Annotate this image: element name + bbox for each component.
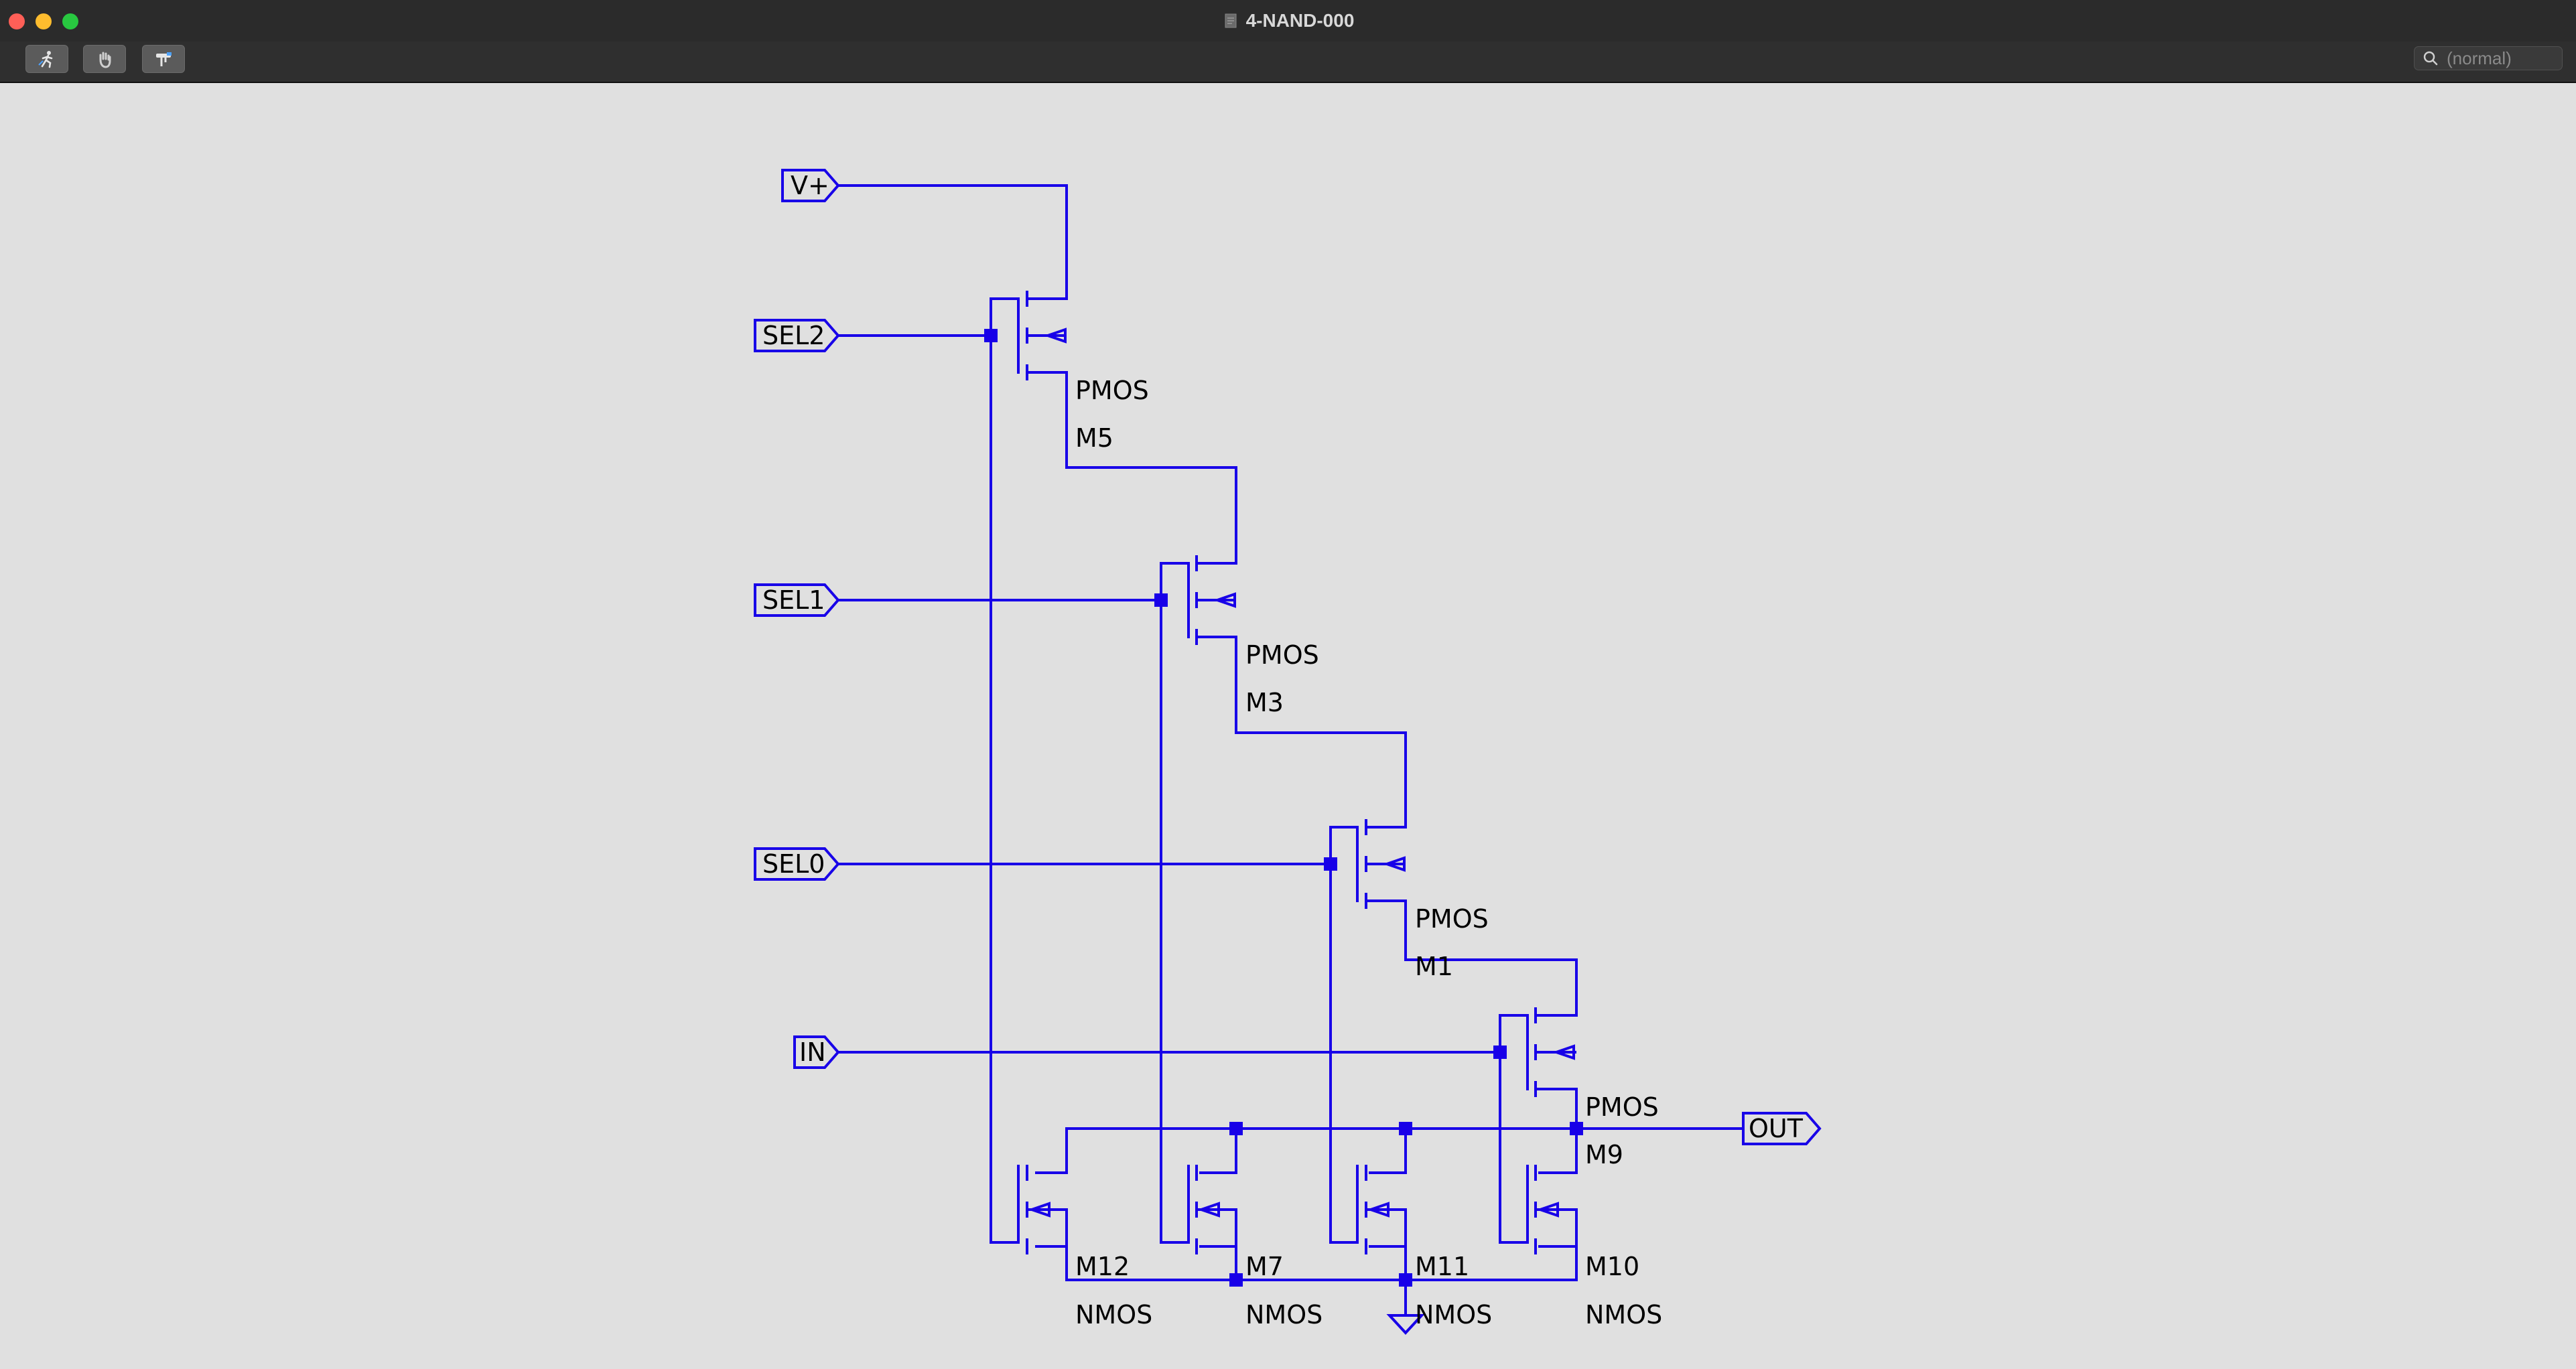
port-label: OUT — [1749, 1114, 1804, 1143]
search-box[interactable] — [2414, 46, 2563, 70]
port-label: SEL0 — [762, 849, 825, 879]
toolbar — [0, 42, 2576, 83]
transistor-symbols — [1026, 291, 1578, 1254]
port-label: V+ — [791, 171, 829, 200]
m11-name-label: M11 — [1415, 1252, 1469, 1281]
pan-tool-button[interactable] — [83, 45, 126, 73]
m3-type-label: PMOS — [1245, 640, 1319, 670]
m3-name-label: M3 — [1245, 688, 1284, 717]
port-sel0[interactable]: SEL0 — [754, 847, 840, 881]
close-window-button[interactable] — [9, 13, 25, 29]
m12-name-label: M12 — [1075, 1252, 1130, 1281]
transistor-labels: PMOS M5 PMOS M3 PMOS M1 PMOS M9 M12 NMOS… — [1075, 376, 1662, 1329]
search-icon — [2423, 51, 2438, 66]
title-bar: 4-NAND-000 — [0, 0, 2576, 42]
m1-name-label: M1 — [1415, 952, 1453, 981]
m12-type-label: NMOS — [1075, 1300, 1152, 1329]
m7-name-label: M7 — [1245, 1252, 1284, 1281]
probe-icon — [156, 52, 172, 66]
m5-name-label: M5 — [1075, 423, 1113, 453]
ground-symbol-icon — [1386, 1314, 1425, 1335]
running-figure-icon — [38, 51, 53, 68]
schematic-canvas[interactable]: V+ SEL2 SEL1 SEL0 IN OUT — [0, 83, 2576, 1369]
run-tool-button[interactable] — [25, 45, 68, 73]
window-title-group: 4-NAND-000 — [0, 0, 2576, 42]
port-label: SEL1 — [762, 585, 825, 615]
hand-icon — [99, 52, 111, 68]
port-label: IN — [799, 1037, 826, 1067]
port-label: SEL2 — [762, 321, 825, 350]
port-out[interactable]: OUT — [1742, 1112, 1822, 1145]
wires — [837, 184, 1745, 1317]
port-vplus[interactable]: V+ — [781, 169, 840, 202]
port-sel1[interactable]: SEL1 — [754, 583, 840, 617]
m9-type-label: PMOS — [1585, 1092, 1659, 1122]
m10-name-label: M10 — [1585, 1252, 1639, 1281]
m5-type-label: PMOS — [1075, 376, 1149, 405]
document-icon — [1225, 13, 1237, 28]
m10-type-label: NMOS — [1585, 1300, 1662, 1329]
schematic-drawing: V+ SEL2 SEL1 SEL0 IN OUT — [754, 169, 1822, 1335]
window-title: 4-NAND-000 — [1245, 10, 1355, 31]
m1-type-label: PMOS — [1415, 904, 1489, 934]
probe-tool-button[interactable] — [142, 45, 185, 73]
maximize-window-button[interactable] — [62, 13, 78, 29]
minimize-window-button[interactable] — [36, 13, 52, 29]
m7-type-label: NMOS — [1245, 1300, 1323, 1329]
port-in[interactable]: IN — [793, 1035, 840, 1069]
search-input[interactable] — [2447, 48, 2554, 69]
m11-type-label: NMOS — [1415, 1300, 1492, 1329]
m9-name-label: M9 — [1585, 1140, 1623, 1169]
junction-dots — [984, 329, 1583, 1287]
port-sel2[interactable]: SEL2 — [754, 319, 840, 352]
